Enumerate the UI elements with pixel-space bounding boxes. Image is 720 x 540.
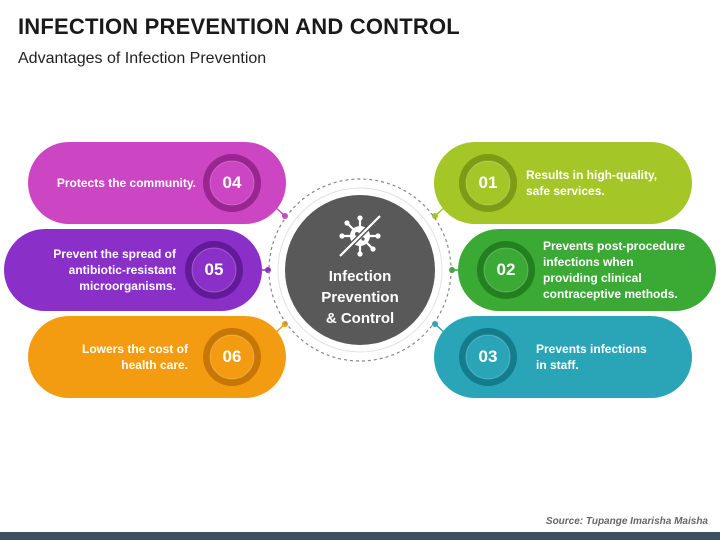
- item-text-01: Results in high-quality, safe services.: [526, 168, 658, 198]
- connector-dot-02: [449, 267, 455, 273]
- center-disc: [285, 195, 435, 345]
- page-title: INFECTION PREVENTION AND CONTROL: [18, 14, 460, 39]
- number-badge-04: [209, 160, 255, 206]
- item-number-05: 05: [204, 260, 224, 279]
- connector-dot-06: [282, 321, 288, 327]
- center-dashed-ring: [268, 178, 452, 362]
- item-number-01: 01: [478, 173, 498, 192]
- footer-bar: [0, 532, 720, 540]
- item-number-02: 02: [496, 260, 516, 279]
- item-text-06: Lowers the cost of health care.: [81, 342, 188, 372]
- connector-dot-05: [265, 267, 271, 273]
- center-hub: [268, 178, 452, 362]
- connector-dot-01: [432, 213, 438, 219]
- item-number-06: 06: [222, 347, 242, 366]
- virus-blocked-icon: [338, 214, 382, 258]
- number-badge-06: [209, 334, 255, 380]
- connector-dot-03: [432, 321, 438, 327]
- item-number-03: 03: [478, 347, 498, 366]
- item-text-04: Protects the community.: [56, 176, 196, 190]
- number-badge-03: [465, 334, 511, 380]
- page-subtitle: Advantages of Infection Prevention: [18, 50, 267, 67]
- item-text-02: Prevents post-procedure infections when …: [543, 239, 686, 301]
- item-number-04: 04: [222, 173, 242, 192]
- number-badge-02: [483, 247, 529, 293]
- item-pills: [4, 142, 716, 398]
- center-label: Infection Prevention & Control: [321, 268, 399, 327]
- item-text-03: Prevents infections in staff.: [536, 342, 647, 372]
- item-text-05: Prevent the spread of antibiotic-resista…: [53, 247, 176, 293]
- connector-dot-04: [282, 213, 288, 219]
- number-badge-05: [191, 247, 237, 293]
- source-note: Source: Tupange Imarisha Maisha: [545, 516, 708, 527]
- number-badge-01: [465, 160, 511, 206]
